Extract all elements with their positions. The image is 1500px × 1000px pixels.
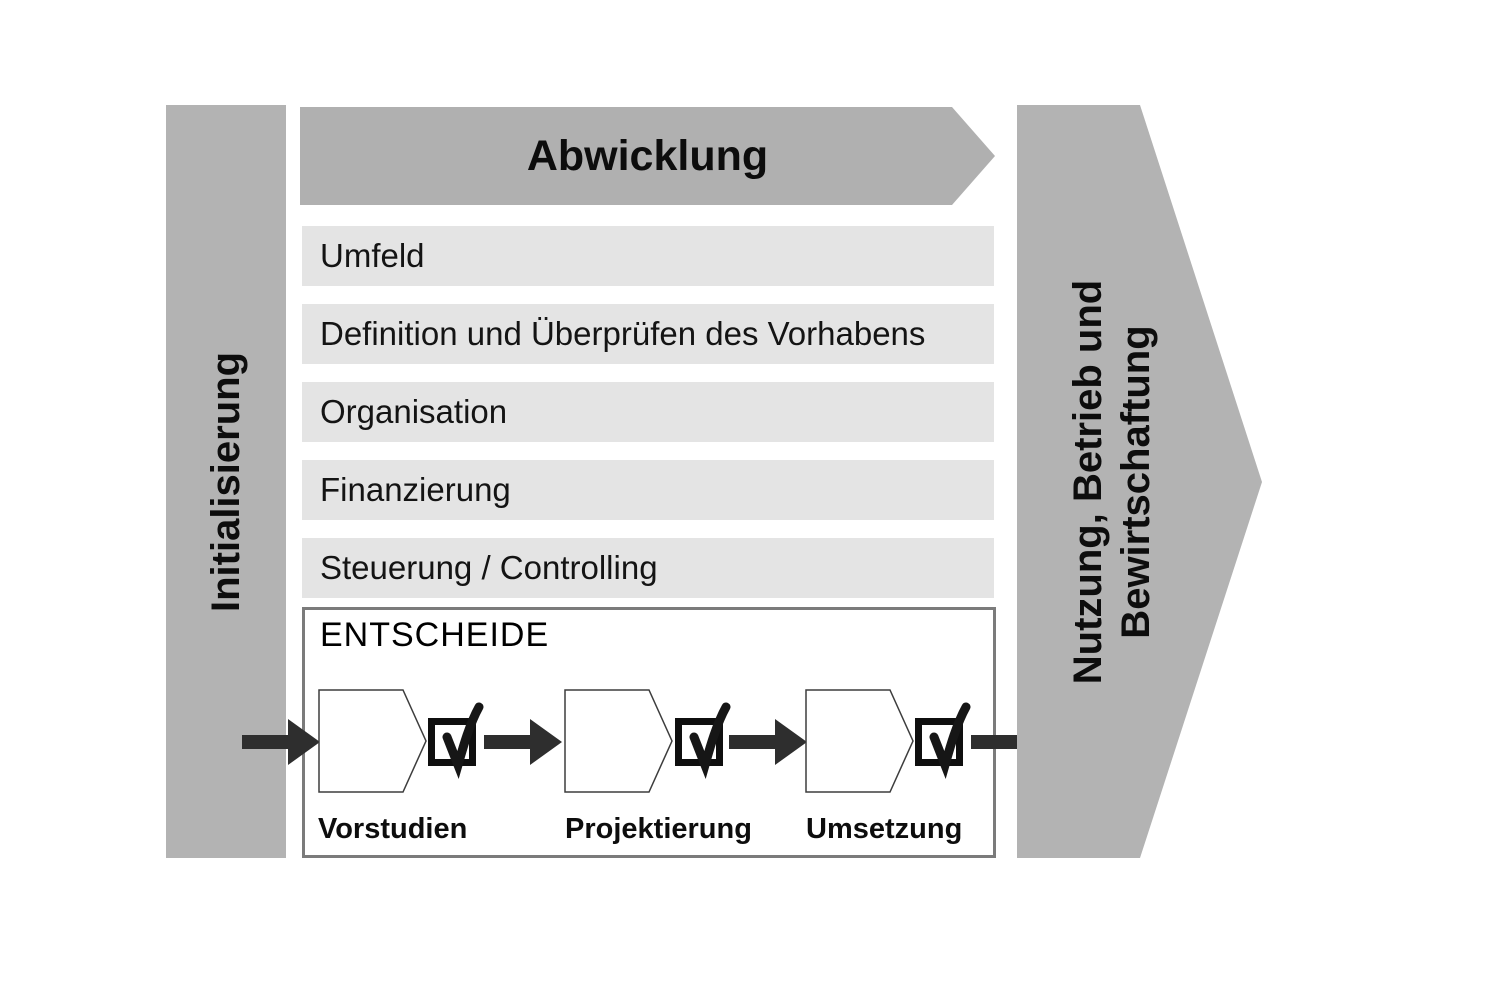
abwicklung-arrow-shape: Abwicklung (300, 107, 995, 205)
bar-organisation: Organisation (302, 382, 994, 442)
bar-umfeld-label: Umfeld (320, 237, 425, 274)
check-icon (929, 702, 971, 780)
initialisierung-phase-bar: Initialisierung (166, 105, 286, 858)
abwicklung-label: Abwicklung (526, 131, 769, 180)
bar-finanzierung-label: Finanzierung (320, 471, 511, 508)
entscheide-title: ENTSCHEIDE (320, 616, 550, 654)
flow-arrow-in-icon (242, 719, 320, 765)
bar-steuerung-controlling: Steuerung / Controlling (302, 538, 994, 598)
umsetzung-decision-checkbox (915, 702, 971, 780)
bar-definition-label: Definition und Überprüfen des Vorhabens (320, 315, 926, 352)
vorstudien-label: Vorstudien (318, 813, 468, 845)
umsetzung-chevron-shape (805, 689, 914, 793)
flow-arrow-icon (729, 719, 807, 765)
nutzung-arrow-shape (1017, 105, 1262, 858)
projektierung-chevron-shape (564, 689, 673, 793)
umsetzung-label: Umsetzung (806, 813, 963, 845)
bar-umfeld: Umfeld (302, 226, 994, 286)
initialisierung-label: Initialisierung (204, 351, 249, 612)
vorstudien-chevron-shape (318, 689, 427, 793)
projektierung-label: Projektierung (565, 813, 752, 845)
bar-steuerung-controlling-label: Steuerung / Controlling (320, 549, 658, 586)
bar-definition: Definition und Überprüfen des Vorhabens (302, 304, 994, 364)
bar-finanzierung: Finanzierung (302, 460, 994, 520)
flow-arrow-icon (484, 719, 562, 765)
vorstudien-decision-checkbox (428, 702, 484, 780)
check-icon (689, 702, 731, 780)
projektierung-decision-checkbox (675, 702, 731, 780)
bar-organisation-label: Organisation (320, 393, 508, 430)
check-icon (442, 702, 484, 780)
